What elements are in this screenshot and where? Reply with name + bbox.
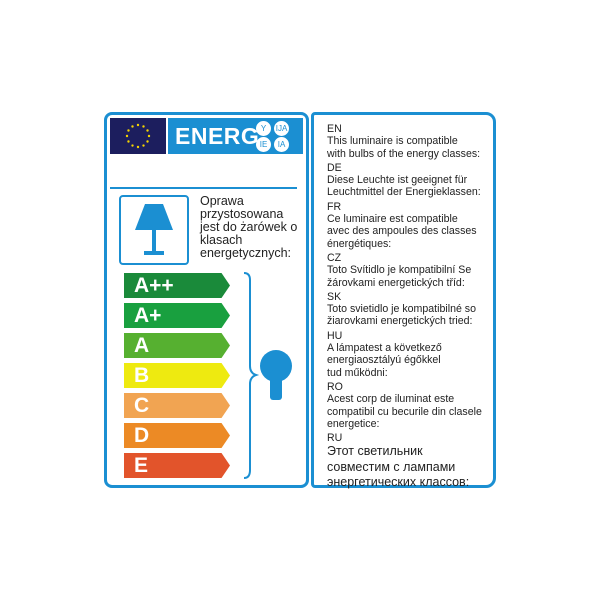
energy-class-bar: D	[124, 423, 230, 448]
language-text-line: This luminaire is compatible	[327, 135, 458, 148]
eu-star	[147, 134, 151, 138]
language-code: FR	[327, 200, 342, 213]
energy-class-label: E	[134, 454, 149, 477]
divider	[110, 187, 297, 189]
eu-star	[131, 125, 134, 128]
suffix-y: Y	[256, 121, 271, 136]
energy-class-bar: E	[124, 453, 230, 478]
energy-class-label: A+	[134, 304, 162, 327]
language-text-line: совместим с лампами	[327, 459, 456, 474]
eu-flag-icon	[110, 118, 166, 154]
energy-class-bar: C	[124, 393, 230, 418]
language-code: SK	[327, 290, 342, 303]
language-code: RO	[327, 380, 343, 393]
language-text-line: A lámpatest a következő	[327, 342, 442, 355]
suffix-ie: IE	[256, 137, 271, 152]
language-text-line: énergétiques:	[327, 237, 392, 250]
language-code: DE	[327, 161, 342, 174]
eu-star	[142, 144, 145, 147]
language-text-line: энергетических классов:	[327, 475, 470, 490]
pl-line: klasach	[200, 233, 243, 247]
label-left-panel	[104, 112, 309, 488]
language-text-line: Toto svietidlo je kompatibilné so	[327, 303, 476, 316]
eu-star	[136, 145, 140, 149]
label-right-panel	[311, 112, 496, 488]
energy-class-label: B	[134, 364, 150, 387]
eu-star	[127, 140, 130, 143]
language-text-line: Ce luminaire est compatible	[327, 213, 458, 226]
language-text-line: Acest corp de iluminat este	[327, 393, 455, 406]
pl-line: przystosowana	[200, 207, 284, 221]
energy-class-label: C	[134, 394, 150, 417]
eu-star	[136, 123, 140, 127]
energy-class-bar: A++	[124, 273, 230, 298]
energy-class-bar: A	[124, 333, 230, 358]
pl-line: Oprawa	[200, 194, 244, 208]
language-text-line: with bulbs of the energy classes:	[327, 147, 481, 160]
language-code: CZ	[327, 251, 342, 264]
suffix-ia: IA	[274, 137, 289, 152]
language-code: EN	[327, 123, 342, 135]
language-text-line: žárovkami energetických tříd:	[327, 276, 465, 289]
language-text-line: Toto Svítidlo je kompatibilní Se	[327, 264, 472, 277]
language-text-line: Diese Leuchte ist geeignet für	[327, 174, 468, 187]
eu-star	[131, 144, 134, 147]
eu-star	[146, 129, 149, 132]
language-text-line: Этот светильник	[327, 444, 423, 459]
language-code: RU	[327, 432, 343, 445]
energy-class-label: A	[134, 334, 150, 357]
pl-line: energetycznych:	[200, 246, 292, 260]
bracket-and-bulb	[243, 272, 292, 479]
energy-class-label: A++	[134, 274, 174, 297]
language-text-line: avec des ampoules des classes	[327, 225, 477, 238]
table-lamp-icon	[119, 195, 189, 265]
pl-line: jest do żarówek o	[200, 220, 298, 234]
suffix-ija: IJA	[274, 121, 289, 136]
banner-text: ENERG	[175, 123, 260, 149]
language-text-line: compatibil cu becurile din clasele	[327, 405, 482, 418]
energy-class-bar: B	[124, 363, 230, 388]
language-text-line: energiaosztályú égőkkel	[327, 354, 441, 367]
eu-star	[127, 129, 130, 132]
language-text-line: energetice:	[327, 417, 380, 430]
eu-star	[146, 140, 149, 143]
language-text-line: žiarovkami energetických tried:	[327, 315, 473, 328]
eu-star	[142, 125, 145, 128]
energy-class-label: D	[134, 424, 150, 447]
language-text-line: tud működni:	[327, 366, 388, 379]
language-text-line: Leuchtmittel der Energieklassen:	[327, 186, 481, 199]
energy-banner: ENERG Y IJA IE IA	[168, 118, 303, 154]
eu-star	[125, 134, 129, 138]
language-code: HU	[327, 329, 343, 342]
polish-description: Oprawa przystosowana jest do żarówek o k…	[200, 195, 300, 260]
light-bulb-icon	[260, 350, 292, 400]
bracket	[243, 272, 260, 479]
energy-class-bar: A+	[124, 303, 230, 328]
